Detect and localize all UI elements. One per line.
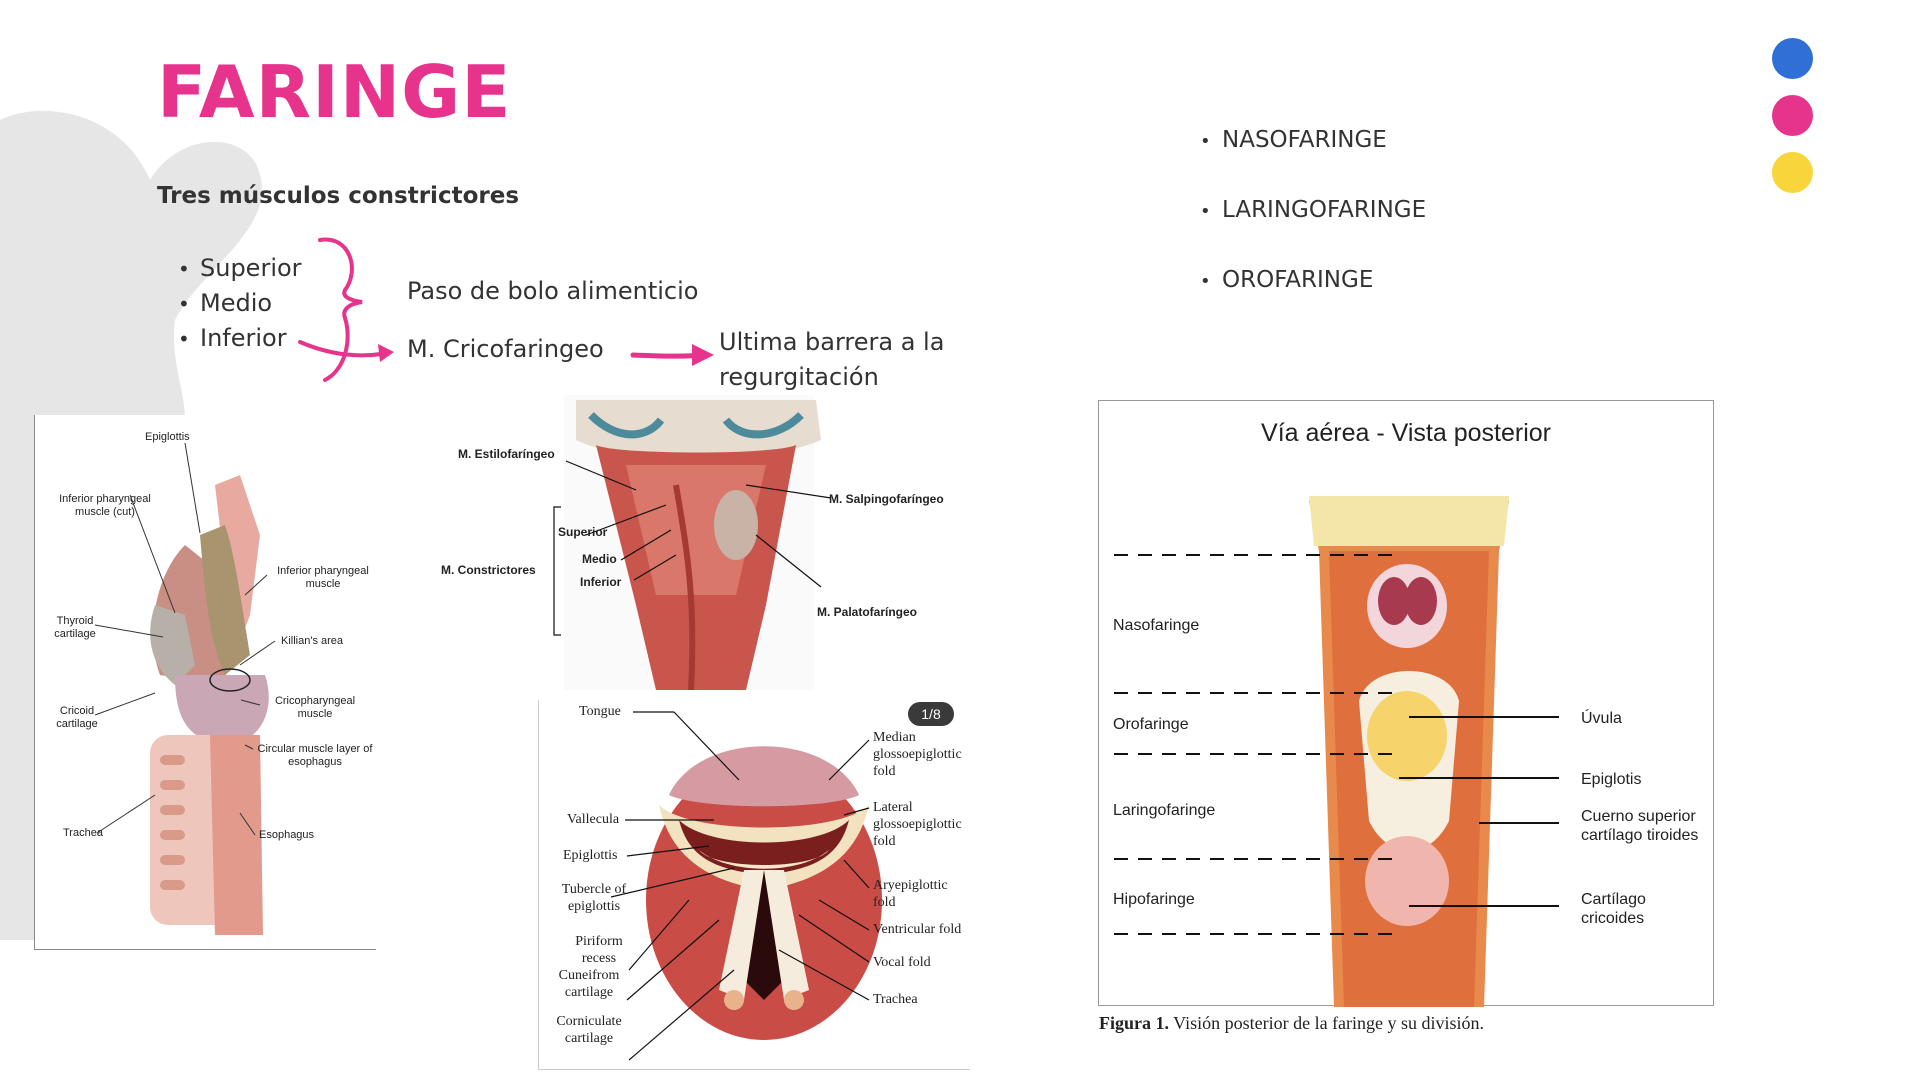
label-trachea: Trachea: [873, 992, 918, 1007]
label-cartilago-cricoides: Cartílago cricoides: [1581, 891, 1646, 928]
label-tubercle: Tubercle of epiglottis: [561, 882, 627, 914]
slide-title: FARINGE: [157, 50, 512, 134]
list-item-label: NASOFARINGE: [1222, 127, 1387, 153]
brace-arrow-icon: [298, 237, 394, 382]
label-hipofaringe: Hipofaringe: [1113, 891, 1195, 908]
label-tongue: Tongue: [579, 704, 621, 719]
label-cuneiform-cartilage: Cuneifrom cartilage: [558, 968, 620, 1000]
figure-airway-posterior: Vía aérea - Vista posterior Nasofaringe …: [1098, 400, 1714, 1007]
label-inferior-pharyngeal-muscle: Inferior pharyngeal muscle: [277, 565, 369, 591]
dot-yellow: [1772, 152, 1813, 193]
label-aryepiglottic-fold: Aryepiglottic fold: [873, 878, 948, 910]
label-nasofaringe: Nasofaringe: [1113, 617, 1200, 634]
label-salpingofaringeo: M. Salpingofaríngeo: [829, 492, 944, 506]
label-corniculate-cartilage: Corniculate cartilage: [556, 1014, 622, 1046]
list-item: Medio: [178, 286, 302, 321]
label-piriform-recess: Piriform recess: [575, 934, 623, 966]
caption-text: Visión posterior de la faringe y su divi…: [1169, 1013, 1485, 1033]
figure-title: Vía aérea - Vista posterior: [1261, 419, 1551, 447]
label-medio: Medio: [582, 552, 617, 566]
label-cricopharyngeal-muscle: Cricopharyngeal muscle: [274, 695, 356, 721]
label-esophagus: Esophagus: [259, 829, 315, 841]
label-vocal-fold: Vocal fold: [873, 955, 931, 970]
figure-constrictor-muscles: M. Estilofaríngeo M. Constrictores Super…: [436, 395, 956, 690]
dot-pink: [1772, 95, 1813, 136]
list-item-label: Inferior: [200, 324, 287, 352]
note-cricofaringeo: M. Cricofaringeo: [407, 335, 604, 363]
label-vallecula: Vallecula: [567, 812, 620, 827]
label-median-fold: Median glossoepiglottic fold: [873, 730, 962, 779]
list-item: LARINGOFARINGE: [1200, 192, 1426, 262]
dot-blue: [1772, 38, 1813, 79]
label-circular-muscle: Circular muscle layer of esophagus: [257, 743, 373, 769]
note-bolo: Paso de bolo alimenticio: [407, 277, 699, 305]
airway-illustration: [1114, 496, 1559, 1007]
label-palatofaringeo: M. Palatofaríngeo: [817, 605, 918, 619]
label-uvula: Úvula: [1581, 710, 1622, 727]
figure-caption: Figura 1. Visión posterior de la faringe…: [1099, 1013, 1484, 1034]
label-constrictores: M. Constrictores: [441, 563, 536, 577]
label-inferior: Inferior: [580, 575, 622, 589]
lateral-pharynx-illustration: [94, 442, 276, 935]
list-item: Superior: [178, 251, 302, 286]
list-item-label: Superior: [200, 254, 302, 282]
arrow-right-icon: [630, 344, 714, 366]
label-inferior-pharyngeal-cut: Inferior pharyngeal muscle (cut): [59, 493, 151, 519]
label-estilofaringeo: M. Estilofaríngeo: [458, 447, 555, 461]
label-trachea: Trachea: [63, 827, 103, 839]
larynx-illustration: [610, 711, 882, 1061]
label-laringofaringe: Laringofaringe: [1113, 802, 1216, 819]
figure-laryngoscopic-view: Tongue Vallecula Epiglottis Tubercle of …: [538, 700, 970, 1070]
label-epiglottis: Epiglottis: [145, 431, 190, 443]
region-list: NASOFARINGE LARINGOFARINGE OROFARINGE: [1200, 122, 1426, 332]
subtitle: Tres músculos constrictores: [157, 183, 520, 209]
label-thyroid-cartilage: Thyroid cartilage: [54, 615, 96, 641]
label-cuerno-superior: Cuerno superior cartílago tiroides: [1581, 808, 1699, 845]
figure-lateral-pharynx: Epiglottis Inferior pharyngeal muscle (c…: [34, 415, 376, 950]
list-item-label: LARINGOFARINGE: [1222, 197, 1427, 223]
list-item-label: OROFARINGE: [1222, 267, 1374, 293]
caption-bold: Figura 1.: [1099, 1013, 1169, 1033]
list-item: Inferior: [178, 321, 302, 356]
label-killians-area: Killian's area: [281, 635, 344, 647]
slide-counter-badge: 1/8: [908, 702, 954, 726]
label-ventricular-fold: Ventricular fold: [873, 922, 962, 937]
list-item: NASOFARINGE: [1200, 122, 1426, 192]
list-item: OROFARINGE: [1200, 262, 1426, 332]
label-cricoid-cartilage: Cricoid cartilage: [56, 705, 98, 731]
constrictor-muscles-illustration: [553, 395, 832, 690]
label-epiglotis: Epiglotis: [1581, 771, 1642, 788]
list-item-label: Medio: [200, 289, 273, 317]
label-epiglottis: Epiglottis: [563, 848, 618, 863]
label-superior: Superior: [558, 525, 608, 539]
constrictor-list: Superior Medio Inferior: [178, 251, 302, 356]
label-lateral-fold: Lateral glossoepiglottic fold: [873, 800, 962, 849]
note-barrier: Ultima barrera a la regurgitación: [719, 328, 945, 391]
label-orofaringe: Orofaringe: [1113, 716, 1189, 733]
